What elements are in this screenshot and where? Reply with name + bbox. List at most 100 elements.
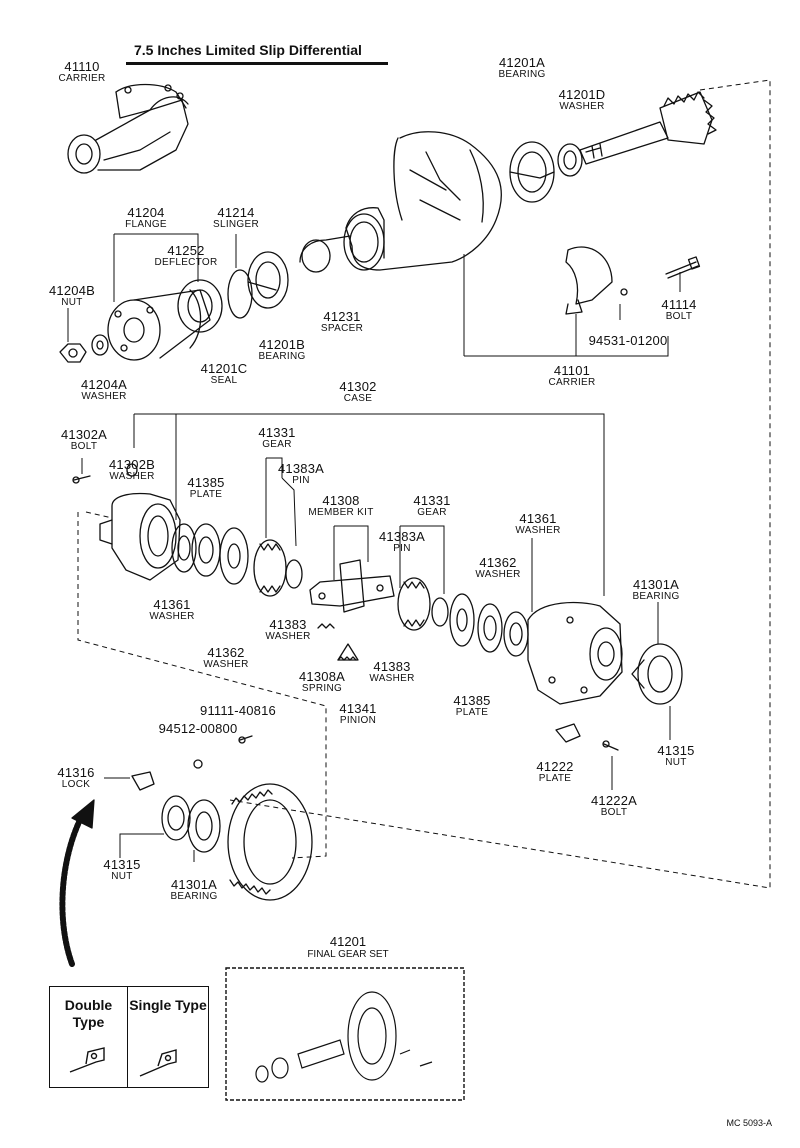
nut-41315-left-drawing [161, 795, 191, 841]
pinion-41341-drawing [337, 643, 359, 661]
final-gear-set-name: FINAL GEAR SET [307, 949, 389, 961]
nut-94512-drawing [193, 759, 203, 769]
part-number: 41383A [378, 529, 426, 544]
part-name: WASHER [559, 100, 605, 112]
part-number: 41315 [103, 857, 141, 872]
part-number: 41315 [657, 743, 695, 758]
part-number: 41201D [558, 87, 606, 102]
part-name: BOLT [70, 440, 98, 452]
part-number: 41214 [217, 205, 255, 220]
part-name: NUT [111, 870, 133, 882]
bearing-41201B-drawing [247, 251, 289, 309]
dashed-case-guide [77, 512, 327, 859]
washer-41361-left-drawing [171, 523, 197, 573]
part-number: 41222A [590, 793, 638, 808]
leader-41331-right [399, 525, 445, 594]
part-number: 41204B [48, 283, 96, 298]
part-name: WASHER [81, 390, 127, 402]
part-number: 41308 [322, 493, 360, 508]
final-gear-set-header: 41201 FINAL GEAR SET [232, 934, 464, 961]
washer-41362-right-drawing [449, 593, 475, 647]
part-name: CARRIER [548, 376, 596, 388]
part-number: 41385 [187, 475, 225, 490]
part-number: 41101 [553, 363, 591, 378]
leader-41302 [133, 413, 605, 596]
washer-41361-right-drawing [503, 611, 529, 657]
direction-arrow-drawing [59, 799, 95, 967]
part-name: WASHER [109, 470, 155, 482]
part-name: WASHER [475, 568, 521, 580]
member-kit-41308-drawing [309, 559, 395, 613]
part-number: 41302B [108, 457, 156, 472]
part-name: CARRIER [58, 72, 106, 84]
part-name: GEAR [417, 506, 447, 518]
part-number: 41385 [453, 693, 491, 708]
part-name: DEFLECTOR [154, 256, 218, 268]
part-label-94531: 94531-01200 [589, 334, 668, 348]
bearing-cap-drawing [565, 246, 628, 315]
lock-41316-drawing [131, 771, 155, 791]
dashed-case-guide-2 [85, 511, 113, 519]
drive-pinion-drawing [579, 91, 717, 165]
part-name: SPRING [301, 682, 343, 694]
part-number: 94531-01200 [588, 333, 668, 348]
part-number: 41383 [373, 659, 411, 674]
part-number: 41222 [536, 759, 574, 774]
part-name: NUT [61, 296, 83, 308]
part-number: 41361 [153, 597, 191, 612]
part-name: FLANGE [125, 218, 167, 230]
part-name: MEMBER KIT [308, 506, 374, 518]
part-number: 41114 [661, 297, 697, 312]
case-right-drawing [527, 601, 623, 705]
part-name: BEARING [170, 890, 218, 902]
part-name: BEARING [498, 68, 546, 80]
title-underline [126, 62, 388, 65]
bearing-41201A-drawing [509, 141, 555, 203]
part-name: GEAR [262, 438, 292, 450]
part-name: SLINGER [212, 218, 260, 230]
washer-41204A-drawing [91, 334, 109, 356]
final-gear-set-inset [225, 967, 465, 1101]
part-number: 41383 [269, 617, 307, 632]
plate-41385-right-drawing [477, 603, 503, 653]
part-label-94512: 94512-00800 [159, 722, 238, 736]
gear-41331-left-drawing [253, 539, 303, 597]
part-number: 41302 [339, 379, 377, 394]
inset-ring-gear [347, 991, 397, 1081]
leader-41331-left [265, 457, 297, 547]
part-number: 41383A [277, 461, 325, 476]
part-name: PINION [339, 714, 377, 726]
carrier-41101-drawing [299, 131, 502, 273]
part-number: 41361 [519, 511, 557, 526]
single-type-label: Single Type [129, 997, 207, 1013]
double-type-label: Double Type [50, 987, 128, 1087]
washer-41362-left-drawing [219, 527, 249, 585]
part-number: 41201B [258, 337, 306, 352]
bolt-41302A-drawing [72, 475, 91, 484]
leader-41315-left [119, 833, 164, 858]
part-number: 41341 [339, 701, 377, 716]
bolt-41114-drawing [665, 256, 701, 279]
